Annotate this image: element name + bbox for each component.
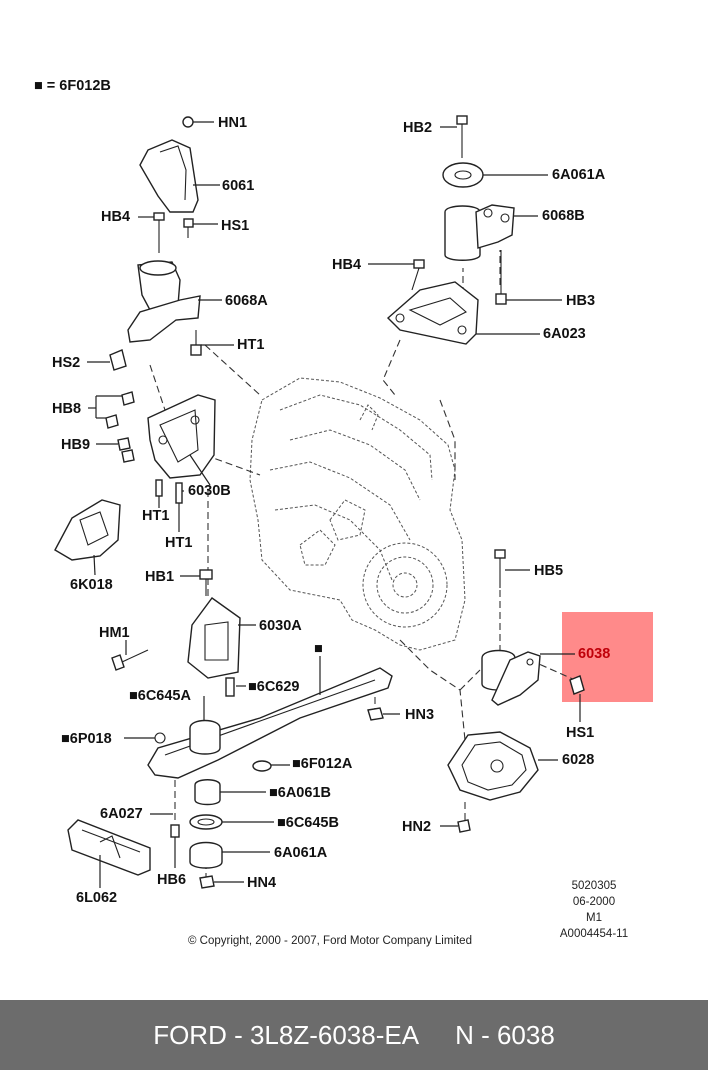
footer-ref: N - 6038 [455, 1019, 555, 1050]
label-ht1-b[interactable]: HT1 [142, 508, 170, 524]
label-hb4-right[interactable]: HB4 [332, 257, 362, 273]
label-6030b[interactable]: 6030B [188, 483, 231, 499]
label-6061[interactable]: 6061 [222, 178, 255, 194]
label-hb8[interactable]: HB8 [52, 401, 82, 417]
label-hn3[interactable]: HN3 [405, 707, 435, 723]
label-ht1-c[interactable]: HT1 [165, 535, 193, 551]
label-hn1[interactable]: HN1 [218, 115, 248, 131]
footer-part-number: FORD - 3L8Z-6038-EA [153, 1019, 420, 1050]
leader-lines [87, 121, 581, 888]
info-line-3: M1 [586, 912, 602, 924]
legend-marker-note: ■ = 6F012B [34, 78, 111, 94]
label-hb4-left[interactable]: HB4 [101, 209, 131, 225]
label-6c645b[interactable]: ■6C645B [277, 815, 339, 831]
label-hs2[interactable]: HS2 [52, 355, 81, 371]
label-hn2[interactable]: HN2 [402, 819, 432, 835]
label-6a061b[interactable]: ■6A061B [269, 785, 331, 801]
label-hb3[interactable]: HB3 [566, 293, 596, 309]
label-6c645a[interactable]: ■6C645A [129, 688, 191, 704]
label-hb9[interactable]: HB9 [61, 437, 91, 453]
label-hb5[interactable]: HB5 [534, 563, 564, 579]
label-6030a[interactable]: 6030A [259, 618, 302, 634]
label-hs1-left[interactable]: HS1 [221, 218, 250, 234]
info-line-1: 5020305 [571, 880, 617, 892]
label-hb6[interactable]: HB6 [157, 872, 187, 888]
label-6f012a[interactable]: ■6F012A [292, 756, 353, 772]
label-6068b[interactable]: 6068B [542, 208, 585, 224]
label-6a061a-top[interactable]: 6A061A [552, 167, 606, 183]
label-6p018[interactable]: ■6P018 [61, 731, 112, 747]
footer-bar: FORD - 3L8Z-6038-EA N - 6038 [0, 1000, 708, 1070]
label-hm1[interactable]: HM1 [99, 625, 130, 641]
info-line-4: A0004454-11 [559, 928, 629, 940]
label-6c629[interactable]: ■6C629 [248, 679, 300, 695]
label-6k018[interactable]: 6K018 [70, 577, 113, 593]
label-6028[interactable]: 6028 [562, 752, 595, 768]
engine-block-drawing [249, 377, 466, 651]
label-6068a[interactable]: 6068A [225, 293, 268, 309]
copyright-text: © Copyright, 2000 - 2007, Ford Motor Com… [188, 935, 472, 947]
label-hn4[interactable]: HN4 [247, 875, 277, 891]
label-hb1[interactable]: HB1 [145, 569, 175, 585]
label-6a027[interactable]: 6A027 [100, 806, 143, 822]
label-6a061a[interactable]: 6A061A [274, 845, 328, 861]
label-hb2[interactable]: HB2 [403, 120, 433, 136]
label-6038[interactable]: 6038 [578, 646, 611, 662]
label-ht1-a[interactable]: HT1 [237, 337, 265, 353]
label-hs1-right[interactable]: HS1 [566, 725, 595, 741]
exploded-parts-diagram: ■ = 6F012B HN1 6061 HB4 HS1 6068A HT1 HS… [34, 78, 653, 947]
label-forward-marker: ■ [314, 641, 323, 657]
diagram-drawing [54, 115, 585, 889]
label-6l062[interactable]: 6L062 [76, 890, 118, 906]
info-line-2: 06-2000 [572, 896, 616, 908]
label-6a023[interactable]: 6A023 [543, 326, 586, 342]
